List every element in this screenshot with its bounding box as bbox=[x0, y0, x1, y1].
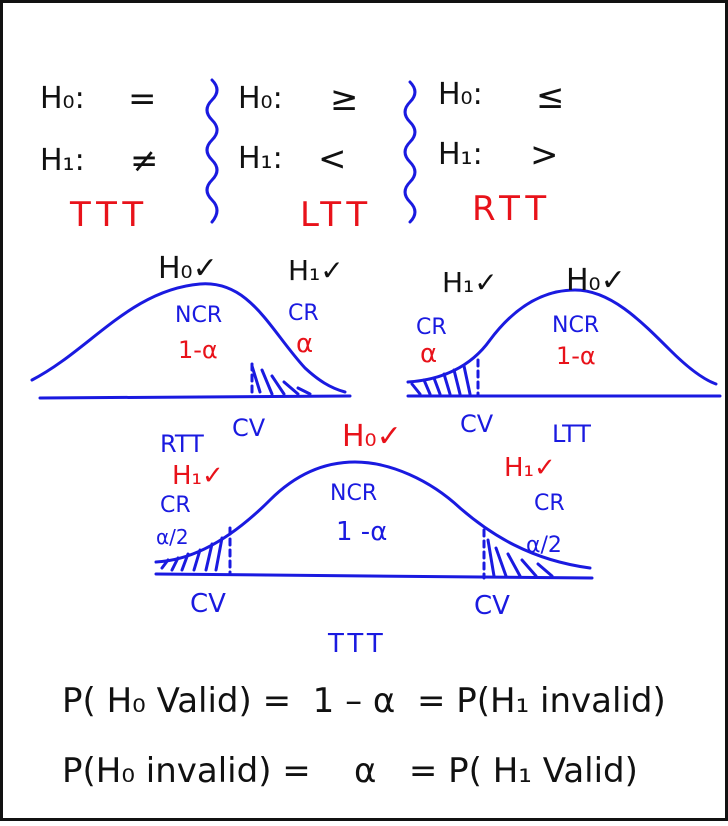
h0-label-rtt: H₀: bbox=[438, 77, 483, 112]
ncr-probability: 1-α bbox=[178, 336, 218, 364]
cv-label-right: CV bbox=[474, 591, 510, 621]
rejection-hatching bbox=[410, 364, 472, 396]
h1-check: H₁✓ bbox=[288, 254, 344, 287]
divider-brace-2 bbox=[403, 80, 417, 224]
rejection-hatching-right bbox=[486, 538, 554, 578]
h1-sign-rtt: > bbox=[530, 135, 559, 175]
ncr-label: NCR bbox=[175, 303, 222, 328]
h1-label-ltt: H₁: bbox=[238, 141, 283, 176]
probability-formulas: P( H₀ Valid) = 1 – α = P(H₁ invalid) P(H… bbox=[62, 681, 666, 791]
cv-label: CV bbox=[232, 414, 266, 442]
rejection-hatching-left bbox=[160, 536, 224, 572]
h0-sign-ltt: ≥ bbox=[330, 79, 359, 119]
cr-label: CR bbox=[288, 301, 319, 326]
cr-label-left: CR bbox=[160, 493, 191, 518]
hypotheses-left-tailed: H₀: ≥ H₁: < LTT bbox=[238, 79, 373, 235]
bell-curve bbox=[154, 460, 592, 570]
h0-sign-rtt: ≤ bbox=[536, 77, 565, 117]
formula-invalid-h0: P(H₀ invalid) = α = P( H₁ Valid) bbox=[62, 751, 638, 791]
bell-curve bbox=[30, 282, 347, 394]
formula-valid-h0: P( H₀ Valid) = 1 – α = P(H₁ invalid) bbox=[62, 681, 666, 721]
alpha-half-left: α/2 bbox=[156, 525, 189, 549]
cr-label: CR bbox=[416, 315, 447, 340]
h1-sign-ltt: < bbox=[318, 139, 347, 179]
axis-line bbox=[38, 394, 352, 400]
alpha-half-right: α/2 bbox=[526, 533, 562, 558]
cr-probability: α bbox=[296, 329, 313, 359]
rtt-label: RTT bbox=[160, 430, 204, 458]
ncr-probability: 1-α bbox=[556, 342, 596, 370]
h0-check: H₀✓ bbox=[342, 419, 402, 454]
h1-check-left: H₁✓ bbox=[172, 461, 224, 491]
tag-ttt: TTT bbox=[69, 195, 149, 235]
h1-label-ttt: H₁: bbox=[40, 143, 85, 178]
hypotheses-two-tailed: H₀: = H₁: ≠ TTT bbox=[40, 79, 159, 235]
bell-curve bbox=[406, 288, 718, 386]
h1-check: H₁✓ bbox=[442, 266, 498, 299]
cr-label-right: CR bbox=[534, 491, 565, 516]
curve-left-tailed: H₁✓ H₀✓ CR α NCR 1-α CV bbox=[406, 263, 722, 438]
hypotheses-right-tailed: H₀: ≤ H₁: > RTT bbox=[438, 77, 565, 229]
curve-two-tailed: RTT LTT H₀✓ H₁✓ H₁✓ CR CR α/2 α/2 NCR 1 … bbox=[154, 419, 594, 659]
ttt-label: TTT bbox=[327, 629, 387, 659]
h0-check: H₀✓ bbox=[158, 251, 218, 286]
h0-sign-ttt: = bbox=[128, 79, 157, 119]
cr-probability: α bbox=[420, 339, 437, 369]
divider-brace-1 bbox=[205, 78, 219, 224]
h1-sign-ttt: ≠ bbox=[130, 141, 159, 181]
rejection-hatching bbox=[250, 364, 312, 396]
ltt-label: LTT bbox=[552, 420, 591, 448]
ncr-label: NCR bbox=[552, 313, 599, 338]
ncr-label: NCR bbox=[330, 481, 377, 506]
tag-ltt: LTT bbox=[300, 195, 373, 235]
cv-label-left: CV bbox=[190, 589, 226, 619]
h1-label-rtt: H₁: bbox=[438, 137, 483, 172]
h1-check-right: H₁✓ bbox=[504, 453, 556, 483]
h0-label-ttt: H₀: bbox=[40, 81, 85, 116]
tag-rtt: RTT bbox=[472, 189, 552, 229]
h0-check: H₀✓ bbox=[566, 263, 626, 298]
cv-label: CV bbox=[460, 410, 494, 438]
curve-right-tailed: H₀✓ H₁✓ NCR 1-α CR α CV bbox=[30, 251, 352, 442]
ncr-probability: 1 -α bbox=[336, 517, 387, 547]
h0-label-ltt: H₀: bbox=[238, 81, 283, 116]
